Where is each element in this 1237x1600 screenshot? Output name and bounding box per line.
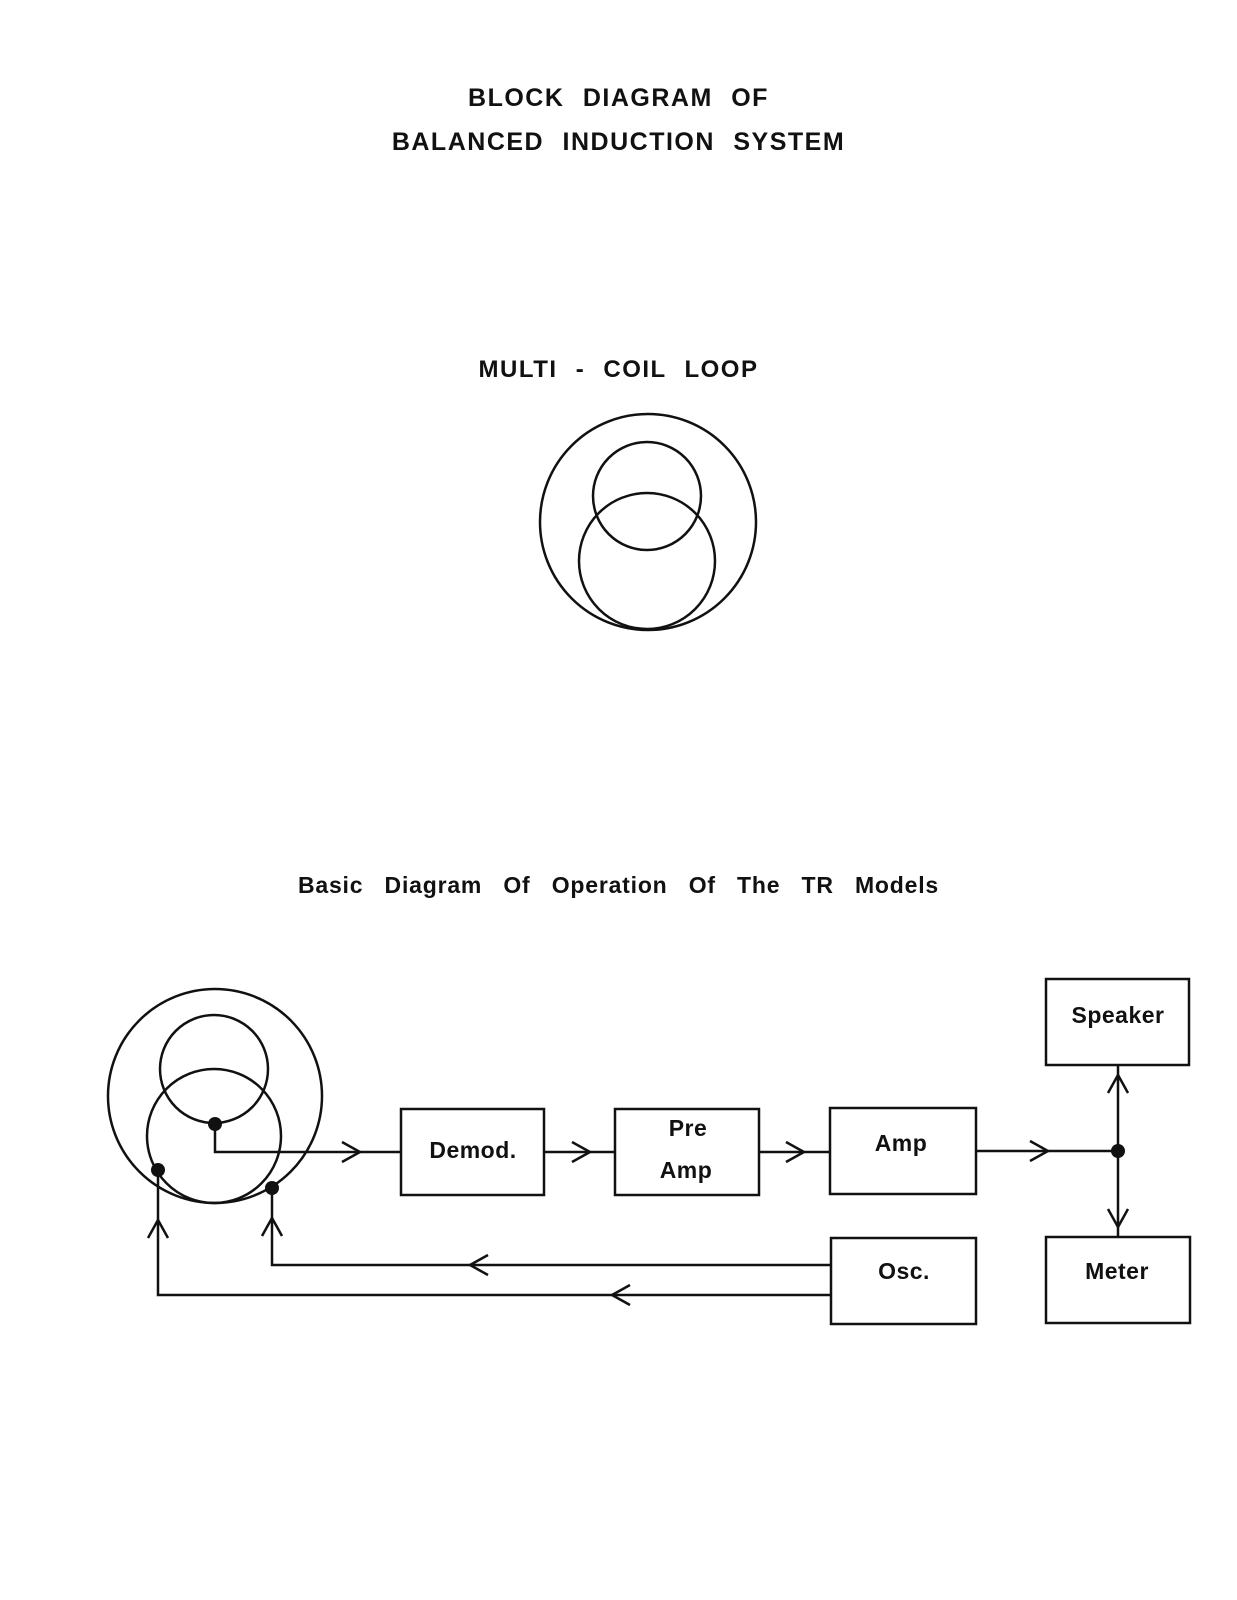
arrow-osc-return-1	[467, 1253, 489, 1277]
arrow-up-coil-right	[260, 1215, 284, 1237]
osc-label: Osc.	[878, 1258, 930, 1284]
osc-to-coil-line-1	[270, 1188, 831, 1267]
arrow-osc-return-2	[609, 1283, 631, 1307]
osc-to-coil-line-2	[156, 1170, 831, 1297]
demod-label: Demod.	[429, 1137, 516, 1163]
outer-coil	[106, 987, 324, 1205]
lower-inner-coil	[577, 491, 717, 631]
meter-label: Meter	[1085, 1258, 1149, 1284]
multi-coil-loop-label: MULTI - COIL LOOP	[478, 356, 759, 383]
arrow-to-preamp	[571, 1140, 593, 1164]
coil-tap-dot-right	[265, 1181, 279, 1195]
arrow-to-junction	[1029, 1139, 1051, 1163]
arrow-to-speaker	[1106, 1072, 1130, 1094]
output-junction-dot	[1111, 1144, 1125, 1158]
coil-tap-dot-left	[151, 1163, 165, 1177]
search-coil-figure	[106, 987, 324, 1205]
operation-diagram-title: Basic Diagram Of Operation Of The TR Mod…	[297, 872, 940, 898]
preamp-label-line1: Pre	[669, 1115, 708, 1141]
osc-block	[829, 1236, 978, 1326]
arrow-to-demod	[341, 1140, 363, 1164]
lower-inner-coil	[145, 1067, 283, 1205]
arrow-to-amp	[785, 1140, 807, 1164]
outer-coil	[538, 412, 758, 632]
diagram-title-line2: BALANCED INDUCTION SYSTEM	[391, 128, 846, 156]
multi-coil-loop-figure	[538, 412, 758, 632]
upper-inner-coil	[591, 440, 703, 552]
speaker-label: Speaker	[1071, 1002, 1164, 1028]
arrow-up-coil-left	[146, 1217, 170, 1239]
amp-label: Amp	[875, 1130, 928, 1156]
arrow-to-meter	[1106, 1208, 1130, 1230]
coil-to-demod-line	[213, 1124, 401, 1154]
diagram-title-line1: BLOCK DIAGRAM OF	[468, 84, 769, 112]
coil-tap-dot-center	[208, 1117, 222, 1131]
preamp-label-line2: Amp	[660, 1157, 713, 1183]
